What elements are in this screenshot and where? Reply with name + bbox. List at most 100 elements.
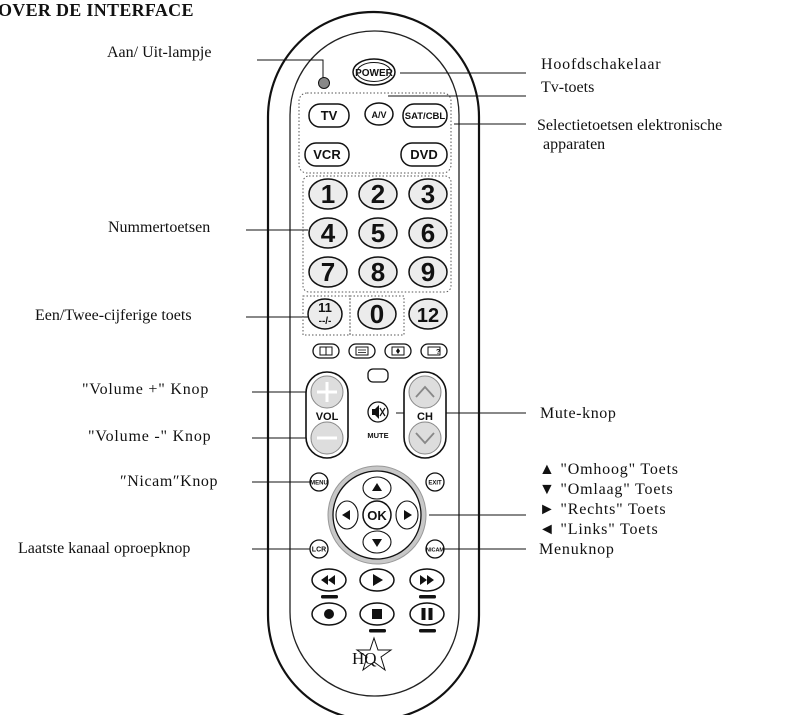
digit-button-8[interactable]: 8 bbox=[358, 256, 398, 288]
volume-down-button[interactable] bbox=[310, 421, 344, 455]
ok-button[interactable]: OK bbox=[362, 500, 392, 530]
brand-label: HQ bbox=[352, 649, 377, 668]
tv-button[interactable]: TV bbox=[308, 103, 350, 128]
label-tv-key: Tv-toets bbox=[541, 79, 595, 96]
pause-button[interactable] bbox=[409, 602, 445, 626]
label-vol-down: "Volume -" Knop bbox=[88, 428, 212, 445]
up-arrow-icon bbox=[372, 483, 382, 491]
nav-right-button[interactable] bbox=[395, 500, 419, 530]
fast-forward-icon bbox=[420, 575, 434, 585]
lcr-label: LCR bbox=[312, 547, 326, 554]
teletext-reveal-button[interactable]: ? bbox=[420, 343, 448, 359]
color-key-yellow[interactable] bbox=[369, 629, 386, 633]
stop-icon bbox=[372, 609, 382, 619]
right-arrow-icon bbox=[404, 510, 412, 520]
mute-button[interactable]: MUTE bbox=[367, 401, 389, 440]
label-device-select-2: apparaten bbox=[543, 136, 606, 153]
av-button[interactable]: A/V bbox=[364, 102, 394, 126]
label-one-two-digit: Een/Twee-cijferige toets bbox=[35, 307, 192, 324]
rewind-button[interactable] bbox=[311, 568, 347, 592]
digit-label: 7 bbox=[321, 257, 335, 287]
digit-label: 0 bbox=[370, 299, 384, 329]
one-two-digit-button[interactable]: 11 --/- bbox=[307, 298, 343, 330]
exit-button[interactable]: EXIT bbox=[425, 472, 445, 492]
teletext-buttons: ? bbox=[312, 343, 448, 359]
digit-button-0[interactable]: 0 bbox=[357, 298, 397, 330]
brand-logo: HQ bbox=[352, 636, 393, 672]
pause-icon bbox=[421, 608, 426, 620]
color-key-green[interactable] bbox=[419, 595, 436, 599]
dvd-button[interactable]: DVD bbox=[400, 142, 448, 167]
digit-label: 4 bbox=[321, 218, 336, 248]
digit-button-2[interactable]: 2 bbox=[358, 178, 398, 210]
lcr-button[interactable]: LCR bbox=[309, 539, 329, 559]
label-number-keys: Nummertoetsen bbox=[108, 219, 211, 236]
label-led: Aan/ Uit-lampje bbox=[107, 44, 212, 61]
label-down: ▼ "Omlaag" Toets bbox=[539, 481, 674, 498]
digit-label: 1 bbox=[321, 179, 335, 209]
star-icon bbox=[355, 636, 393, 672]
label-last-channel: Laatste kanaal oproepknop bbox=[18, 540, 191, 557]
label-vol-up: "Volume +" Knop bbox=[82, 381, 210, 398]
digit-label: 6 bbox=[421, 218, 435, 248]
nicam-label: NICAM bbox=[426, 548, 444, 554]
av-button-label: A/V bbox=[371, 110, 386, 120]
twelve-label: 12 bbox=[417, 305, 439, 327]
vol-label: VOL bbox=[316, 411, 339, 423]
down-arrow-icon bbox=[372, 539, 382, 547]
channel-up-button[interactable] bbox=[408, 375, 442, 409]
digit-button-9[interactable]: 9 bbox=[408, 256, 448, 288]
satcbl-button[interactable]: SAT/CBL bbox=[402, 103, 448, 128]
digit-button-1[interactable]: 1 bbox=[308, 178, 348, 210]
channel-down-button[interactable] bbox=[408, 421, 442, 455]
exit-label: EXIT bbox=[428, 481, 442, 487]
mute-label: MUTE bbox=[367, 431, 388, 440]
ch-label: CH bbox=[417, 411, 433, 423]
dash-label: --/- bbox=[319, 316, 332, 327]
power-button[interactable]: POWER bbox=[352, 58, 396, 86]
twelve-button[interactable]: 12 bbox=[408, 298, 448, 330]
channel-rocker: CH bbox=[403, 371, 447, 459]
nav-left-button[interactable] bbox=[335, 500, 359, 530]
teletext-mix-button[interactable] bbox=[312, 343, 340, 359]
volume-up-button[interactable] bbox=[310, 375, 344, 409]
teletext-size-button[interactable] bbox=[384, 343, 412, 359]
vcr-button[interactable]: VCR bbox=[304, 142, 350, 167]
color-key-blue[interactable] bbox=[419, 629, 436, 633]
digit-label: 5 bbox=[371, 218, 385, 248]
mute-icon bbox=[372, 405, 379, 419]
svg-text:?: ? bbox=[436, 349, 440, 356]
stop-button[interactable] bbox=[359, 602, 395, 626]
menu-button[interactable]: MENU bbox=[309, 472, 329, 492]
play-button[interactable] bbox=[359, 568, 395, 592]
digit-button-4[interactable]: 4 bbox=[308, 217, 348, 249]
digit-button-7[interactable]: 7 bbox=[308, 256, 348, 288]
power-button-label: POWER bbox=[355, 68, 394, 79]
label-up: ▲ "Omhoog" Toets bbox=[539, 461, 679, 478]
eleven-label: 11 bbox=[318, 300, 332, 315]
digit-label: 9 bbox=[421, 257, 435, 287]
digit-button-5[interactable]: 5 bbox=[358, 217, 398, 249]
record-button[interactable] bbox=[311, 602, 347, 626]
number-key-area bbox=[302, 175, 452, 293]
color-key-red[interactable] bbox=[321, 595, 338, 599]
pip-button[interactable] bbox=[367, 368, 389, 383]
digit-button-6[interactable]: 6 bbox=[408, 217, 448, 249]
fast-forward-button[interactable] bbox=[409, 568, 445, 592]
ok-label: OK bbox=[367, 508, 387, 523]
tv-button-label: TV bbox=[321, 108, 338, 123]
page-title: OVER DE INTERFACE bbox=[0, 0, 194, 20]
nav-down-button[interactable] bbox=[362, 530, 392, 554]
nicam-button[interactable]: NICAM bbox=[425, 539, 445, 559]
label-left: ◄ "Links" Toets bbox=[539, 521, 659, 538]
label-right: ► "Rechts" Toets bbox=[539, 501, 667, 518]
satcbl-button-label: SAT/CBL bbox=[405, 111, 446, 122]
left-arrow-icon bbox=[342, 510, 350, 520]
play-icon bbox=[373, 574, 383, 586]
digit-button-3[interactable]: 3 bbox=[408, 178, 448, 210]
vcr-button-label: VCR bbox=[313, 147, 341, 162]
rewind-icon bbox=[321, 575, 335, 585]
teletext-text-button[interactable] bbox=[348, 343, 376, 359]
nav-up-button[interactable] bbox=[362, 476, 392, 500]
